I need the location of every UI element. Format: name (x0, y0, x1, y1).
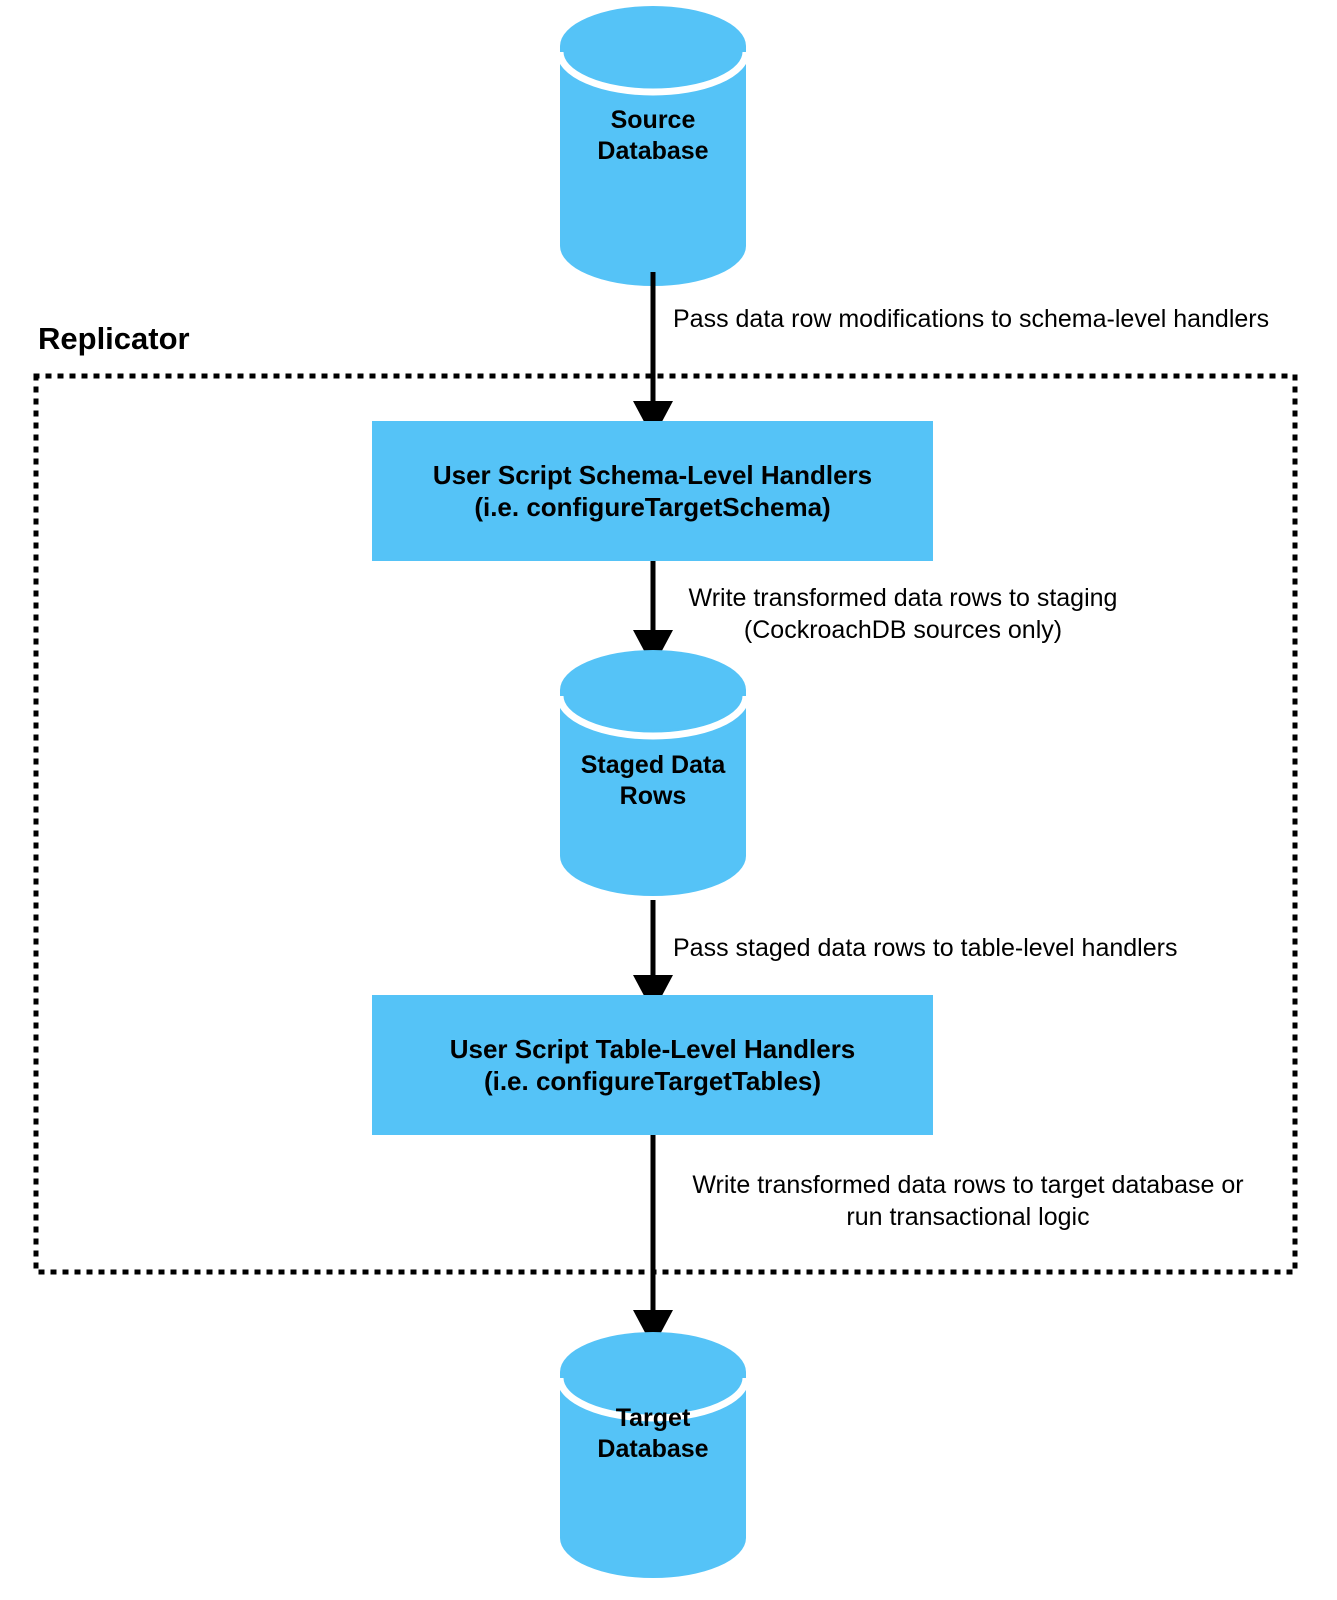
replicator-group-box (33, 373, 1298, 1275)
staged-data-rows-shape (556, 650, 750, 896)
table-level-handlers-shape (372, 995, 933, 1135)
source-database-shape (556, 6, 750, 286)
schema-level-handlers-shape (372, 421, 933, 561)
edge-staged-to-table-label: Pass staged data rows to table-level han… (673, 934, 1178, 962)
target-database-shape (556, 1332, 750, 1578)
edge-source-to-schema-label: Pass data row modifications to schema-le… (673, 305, 1270, 333)
edge-schema-to-staged-label: Write transformed data rows to staging (… (688, 584, 1118, 644)
edge-table-to-target-label: Write transformed data rows to target da… (692, 1171, 1244, 1231)
replicator-group-title: Replicator (38, 321, 190, 356)
